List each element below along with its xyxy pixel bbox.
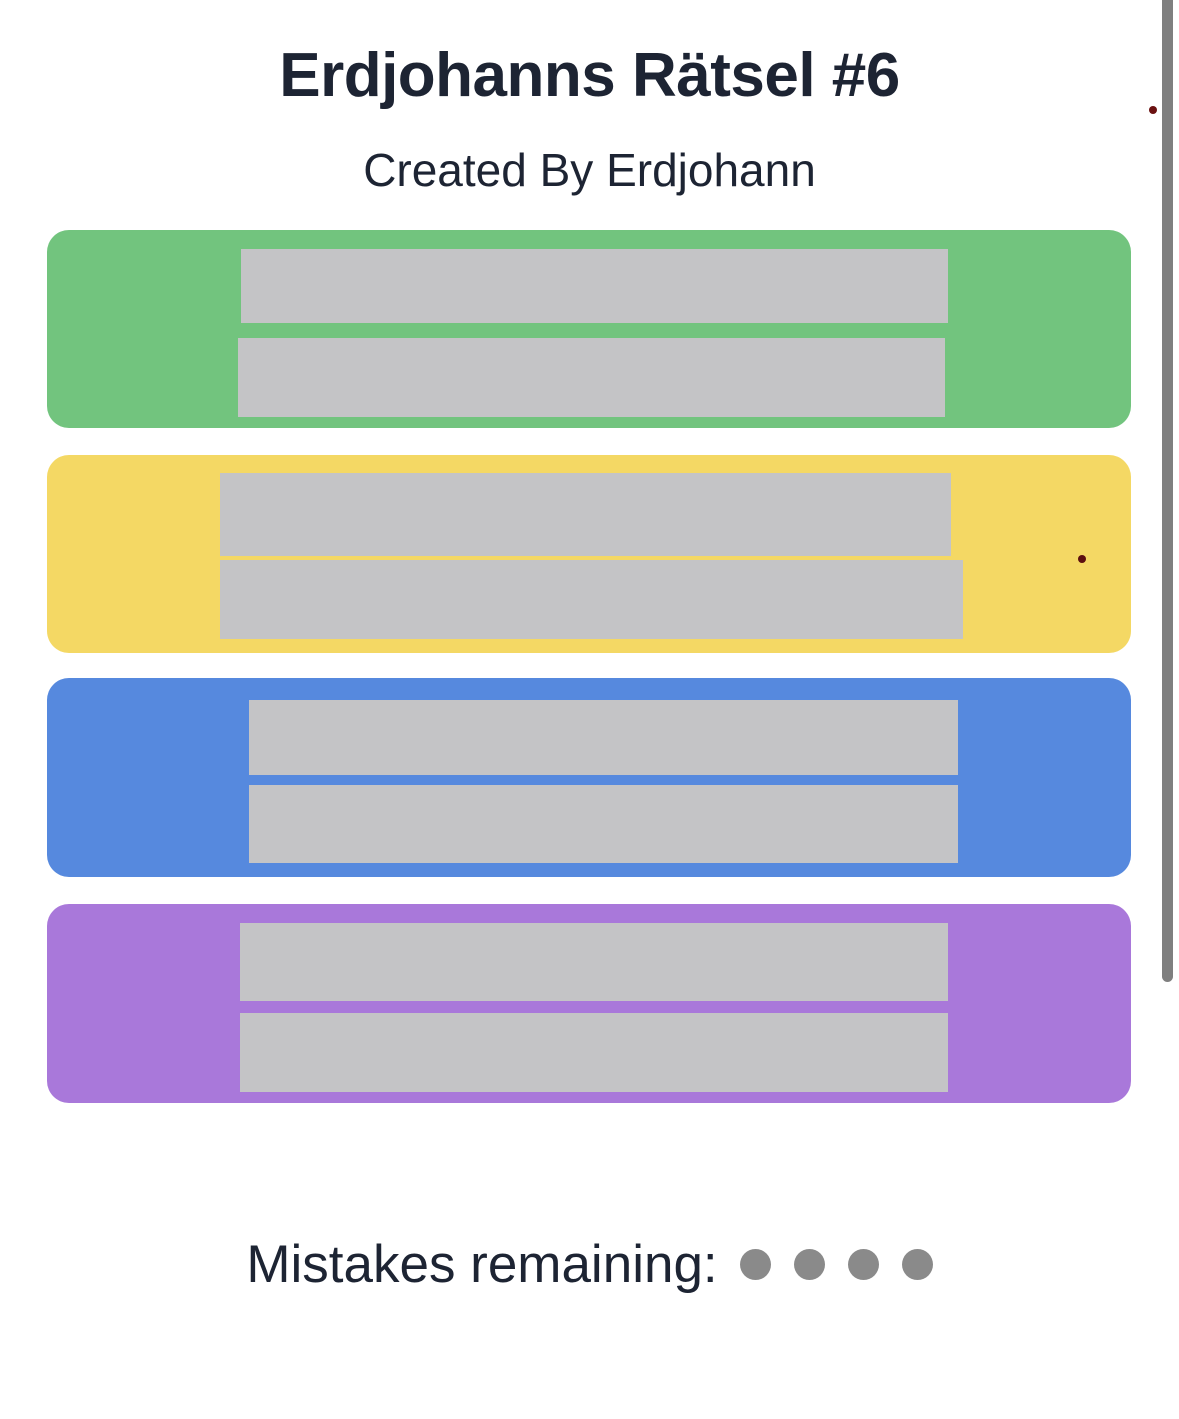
mistake-dot	[793, 1248, 825, 1280]
solved-group-green	[47, 230, 1131, 428]
mistake-dot	[847, 1248, 879, 1280]
redacted-group-title-bar	[249, 700, 958, 775]
mistake-dot	[901, 1248, 933, 1280]
solved-group-blue	[47, 678, 1131, 877]
solved-group-purple	[47, 904, 1131, 1103]
scrollbar-thumb[interactable]	[1162, 0, 1173, 982]
mistake-dots	[739, 1248, 933, 1280]
redacted-group-title-bar	[240, 923, 948, 1001]
red-dot-marker	[1078, 555, 1086, 563]
mistakes-remaining-label: Mistakes remaining:	[246, 1234, 718, 1294]
page-title: Erdjohanns Rätsel #6	[279, 41, 900, 110]
redacted-group-words-bar	[238, 338, 945, 417]
page-subtitle: Created By Erdjohann	[363, 144, 816, 196]
redacted-group-title-bar	[241, 249, 948, 323]
redacted-group-words-bar	[240, 1013, 948, 1092]
mistake-dot	[739, 1248, 771, 1280]
mistakes-remaining-row: Mistakes remaining:	[0, 1233, 1179, 1295]
red-dot-marker	[1149, 106, 1157, 114]
redacted-group-title-bar	[220, 473, 951, 556]
solved-group-yellow	[47, 455, 1131, 653]
redacted-group-words-bar	[249, 785, 958, 863]
redacted-group-words-bar	[220, 560, 963, 639]
